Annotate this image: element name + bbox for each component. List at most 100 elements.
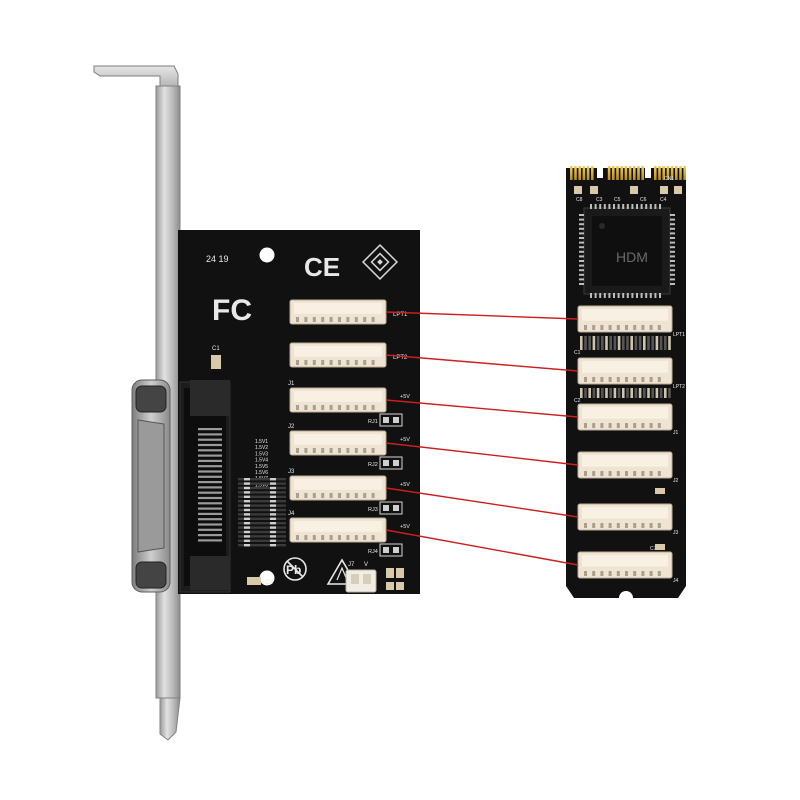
m2-part-label: C7 <box>650 546 657 552</box>
board-connector-pin <box>346 360 350 365</box>
chip-pin <box>631 293 634 298</box>
chip-pin <box>579 241 584 244</box>
gold-contact <box>683 166 686 180</box>
board-connector-pin <box>321 448 325 453</box>
resistor-pad <box>244 513 250 516</box>
board-connector-label: J3 <box>288 469 295 475</box>
db25-pin <box>198 528 222 531</box>
board-connector-pin <box>296 317 299 322</box>
m2-connector-pin <box>625 325 628 330</box>
chip-pin <box>579 273 584 276</box>
board-connector-pin <box>296 360 299 365</box>
db25-pin <box>198 449 222 452</box>
board-connector-pin <box>329 448 333 453</box>
chip-pin <box>670 269 675 272</box>
board-connector-pin <box>304 535 308 540</box>
chip-pin <box>579 227 584 230</box>
resistor-label: 1.5V1 <box>255 439 268 445</box>
smd-part <box>601 388 604 398</box>
db25-pin <box>198 523 222 526</box>
chip-pin <box>579 218 584 221</box>
smd-part <box>651 388 654 398</box>
board-connector-pin <box>346 405 350 410</box>
board-connector-cavity <box>294 521 382 532</box>
m2-part-label: C8 <box>576 197 583 203</box>
board-connector-label: J4 <box>288 511 295 517</box>
m2-connector-pin <box>592 423 596 428</box>
chip-pin <box>636 204 638 209</box>
capacitor <box>630 186 638 194</box>
chip-pin <box>670 264 675 267</box>
resistor-pad <box>244 526 250 529</box>
smd-part <box>664 388 667 398</box>
smd-part <box>638 336 642 350</box>
chip-pin <box>654 293 657 298</box>
resistor-network <box>238 478 286 547</box>
gold-contact <box>591 166 594 180</box>
m2-connector-pin <box>616 377 620 382</box>
m2-connector-label: J1 <box>673 430 679 436</box>
smd-part <box>613 336 617 350</box>
resistor-pad <box>270 495 276 498</box>
m2-connector-pin <box>600 423 604 428</box>
board-connector-pin <box>354 448 358 453</box>
smd-part <box>655 388 659 398</box>
smd-part <box>634 388 638 398</box>
voltage-label: +5V <box>400 524 410 530</box>
resistor-pad <box>270 478 276 481</box>
m2-connector-pin <box>657 523 661 528</box>
board-connector-pin <box>296 448 299 453</box>
resistor-pad <box>270 491 276 494</box>
m2-connector-pin <box>592 571 596 576</box>
board-connector-pin <box>321 317 325 322</box>
chip-pin <box>659 293 661 298</box>
chip-pin <box>626 204 629 209</box>
board-connector <box>289 342 387 368</box>
resistor-pad <box>244 535 250 538</box>
m2-connector-cavity <box>582 555 668 567</box>
gold-contact <box>578 166 581 180</box>
smd-part <box>630 388 633 398</box>
m2-key-notch <box>597 164 603 178</box>
m2-connector-label: LPT2 <box>673 384 685 390</box>
resistor-stripe <box>238 522 286 525</box>
board-connector-pin <box>363 493 367 498</box>
resistor-pad <box>244 530 250 534</box>
gold-contact <box>612 166 615 180</box>
chip-pin <box>613 293 615 298</box>
db25-pin <box>198 475 222 478</box>
board-connector-pin <box>363 405 367 410</box>
db25-pin <box>198 438 222 441</box>
smd-part <box>630 336 633 350</box>
resistor-label: 1.5V6 <box>255 470 268 476</box>
board-connector <box>289 387 387 413</box>
m2-connector-label: J2 <box>673 478 679 484</box>
capacitor <box>396 568 404 578</box>
board-connector-pin <box>312 405 316 410</box>
smd-part <box>647 336 650 350</box>
m2-connector <box>577 305 673 333</box>
m2-connector-pin <box>657 571 661 576</box>
chip-pin <box>603 293 606 298</box>
board-connector-label: J2 <box>288 424 295 430</box>
m2-connector-pin <box>633 377 637 382</box>
board-connector-pin <box>354 405 358 410</box>
m2-connector-pin <box>625 571 628 576</box>
chip-pin <box>670 227 675 230</box>
resistor-label: 1.5V4 <box>255 458 268 464</box>
chip-pin <box>579 264 584 267</box>
resistor-pad <box>270 500 276 503</box>
chip-pin <box>645 204 648 209</box>
board-connector-pin <box>312 317 316 322</box>
m2-connector-pin <box>649 325 653 330</box>
db25-pin <box>198 491 222 494</box>
resistor-pad <box>270 530 276 534</box>
board-connector-pin <box>329 493 333 498</box>
rj-label: RJ3 <box>368 507 378 513</box>
connection-line <box>385 311 579 320</box>
m2-connector <box>577 403 673 431</box>
db25-parallel-port <box>131 379 171 593</box>
board-connector-pin <box>371 405 375 410</box>
m2-connector-pin <box>592 471 596 476</box>
smd-part <box>626 336 629 350</box>
